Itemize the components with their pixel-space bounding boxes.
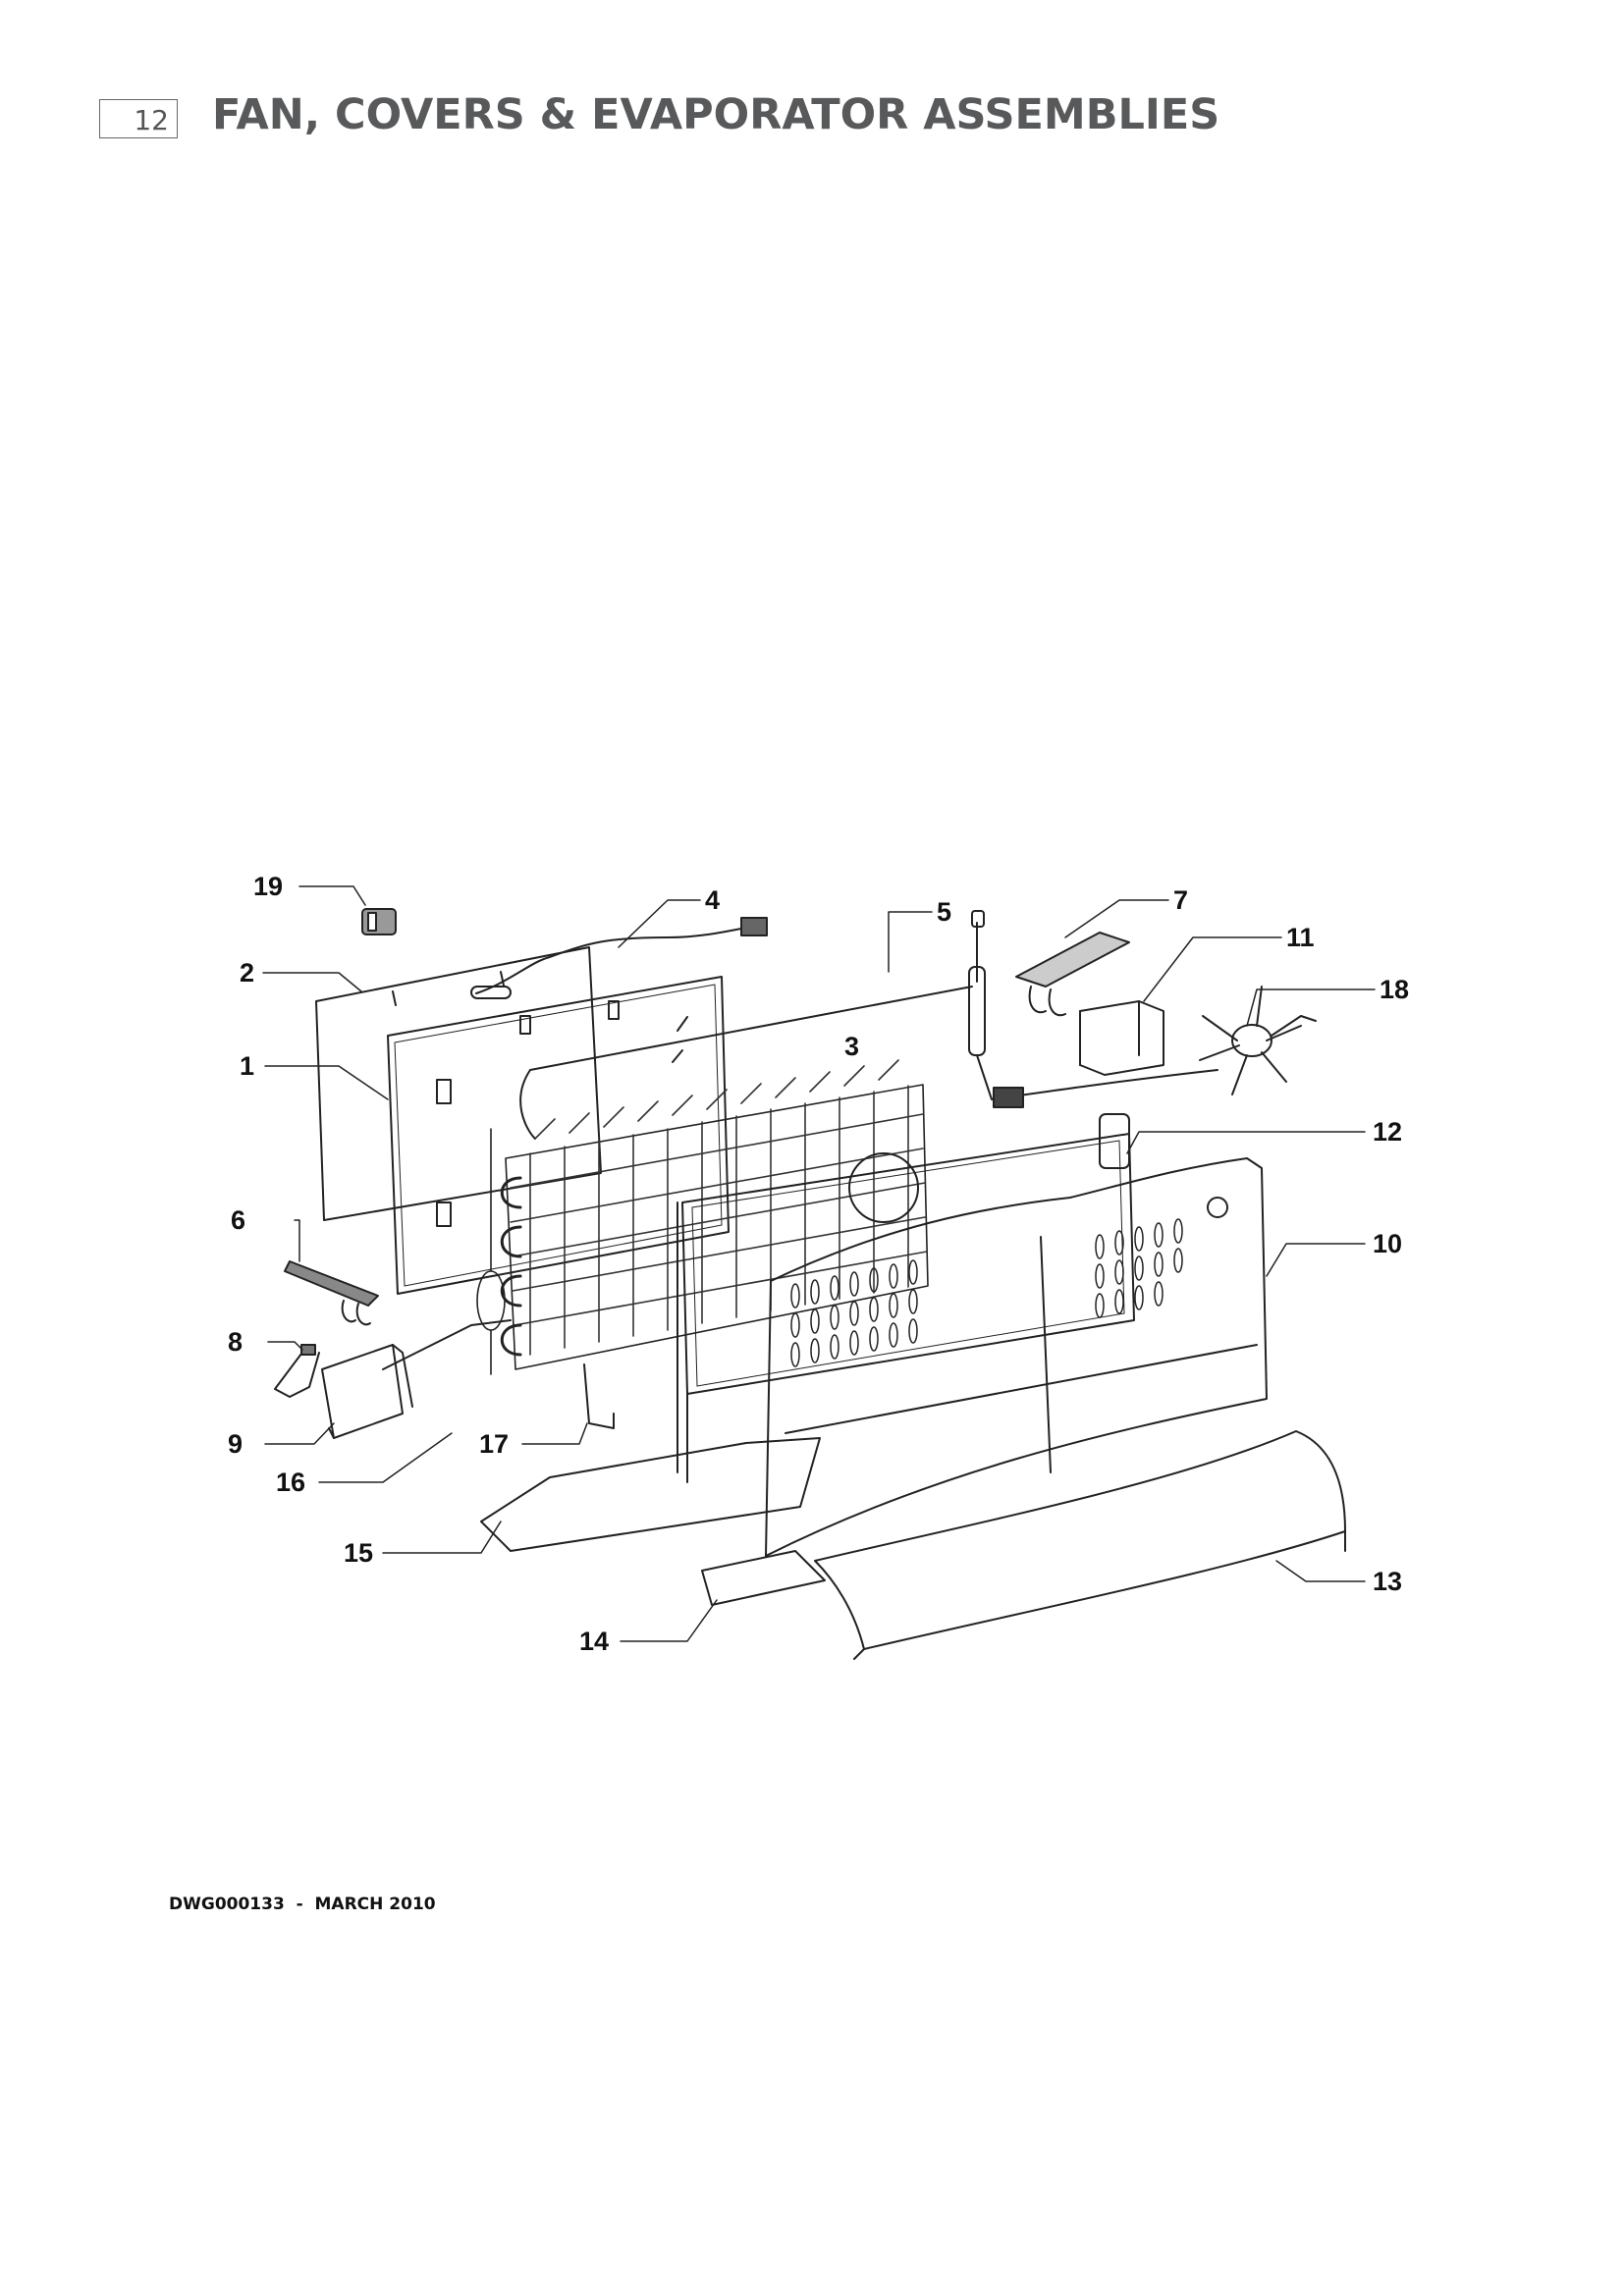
callout-10: 10 bbox=[1373, 1229, 1402, 1258]
callout-8: 8 bbox=[228, 1327, 243, 1357]
callout-12: 12 bbox=[1373, 1117, 1402, 1147]
part-2-back-sheet bbox=[315, 946, 602, 1221]
callout-5: 5 bbox=[937, 897, 951, 927]
part-9-cover bbox=[321, 1344, 413, 1439]
part-12-fan-frame bbox=[677, 1113, 1135, 1483]
part-14-lower-trim bbox=[701, 1550, 826, 1606]
part-3-evaporator bbox=[476, 1059, 929, 1375]
callout-17: 17 bbox=[479, 1429, 509, 1459]
page-number-box: 12 bbox=[99, 99, 178, 138]
callout-6: 6 bbox=[231, 1205, 245, 1235]
callout-2: 2 bbox=[240, 958, 254, 988]
part-11-fan-shroud bbox=[1079, 1000, 1164, 1076]
part-5-defrost-wire bbox=[519, 910, 1218, 1140]
part-15-bottom-tray bbox=[480, 1437, 821, 1552]
callout-9: 9 bbox=[228, 1429, 243, 1459]
callout-3: 3 bbox=[844, 1032, 859, 1061]
part-13-bottom-deflector bbox=[814, 1430, 1346, 1660]
part-16-drain-tray bbox=[382, 1319, 512, 1370]
callout-18: 18 bbox=[1380, 975, 1409, 1004]
callout-labels: 19 2 1 4 5 7 11 18 3 12 6 10 8 9 17 16 1… bbox=[228, 872, 1409, 1656]
part-18-fan-motor bbox=[1199, 986, 1317, 1095]
part-7-bracket bbox=[1015, 932, 1130, 1017]
callout-4: 4 bbox=[705, 885, 720, 915]
callout-11: 11 bbox=[1286, 923, 1315, 952]
part-19-clip bbox=[361, 908, 397, 935]
page-title: FAN, COVERS & EVAPORATOR ASSEMBLIES bbox=[212, 90, 1220, 139]
callout-16: 16 bbox=[276, 1468, 305, 1497]
callout-1: 1 bbox=[240, 1051, 254, 1081]
part-1-back-plate bbox=[387, 976, 730, 1295]
part-8-sensor bbox=[274, 1344, 320, 1398]
page-number: 12 bbox=[134, 104, 169, 136]
callout-19: 19 bbox=[253, 872, 283, 901]
callout-14: 14 bbox=[579, 1627, 609, 1656]
drawing-reference: DWG000133 - MARCH 2010 bbox=[169, 1895, 436, 1914]
part-6-bracket bbox=[284, 1260, 379, 1326]
callout-15: 15 bbox=[344, 1538, 373, 1568]
leader-lines bbox=[262, 885, 1376, 1642]
part-10-front-cover bbox=[765, 1157, 1268, 1557]
callout-13: 13 bbox=[1373, 1567, 1402, 1596]
part-4-sensor-wire bbox=[470, 917, 768, 999]
callout-7: 7 bbox=[1173, 885, 1188, 915]
part-17-drain-bracket bbox=[583, 1363, 615, 1429]
